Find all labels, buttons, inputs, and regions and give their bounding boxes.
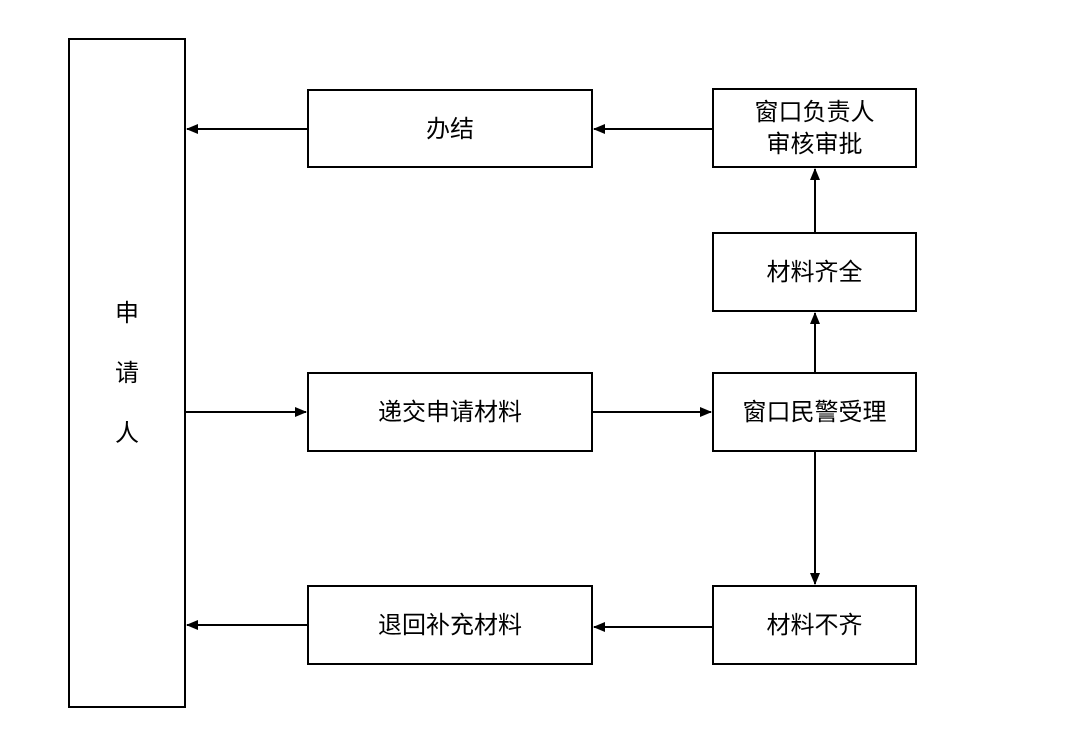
approval-box: 窗口负责人 审核审批: [712, 88, 917, 168]
applicant-char-1: 申: [115, 299, 139, 327]
return-materials-label: 退回补充材料: [378, 611, 522, 639]
done-label: 办结: [426, 114, 474, 143]
approval-label-line2: 审核审批: [766, 130, 863, 158]
materials-complete-box: 材料齐全: [712, 232, 917, 312]
approval-label-line1: 窗口负责人: [754, 98, 875, 126]
acceptance-label: 窗口民警受理: [742, 398, 887, 426]
submit-materials-label: 递交申请材料: [378, 398, 522, 426]
materials-incomplete-box: 材料不齐: [712, 585, 917, 665]
applicant-box: 申 请 人: [68, 38, 186, 708]
done-box: 办结: [307, 89, 593, 168]
return-materials-box: 退回补充材料: [307, 585, 593, 665]
acceptance-box: 窗口民警受理: [712, 372, 917, 452]
materials-complete-label: 材料齐全: [766, 258, 863, 286]
applicant-char-3: 人: [115, 419, 139, 447]
materials-incomplete-label: 材料不齐: [766, 611, 863, 639]
applicant-char-2: 请: [115, 359, 139, 387]
submit-materials-box: 递交申请材料: [307, 372, 593, 452]
